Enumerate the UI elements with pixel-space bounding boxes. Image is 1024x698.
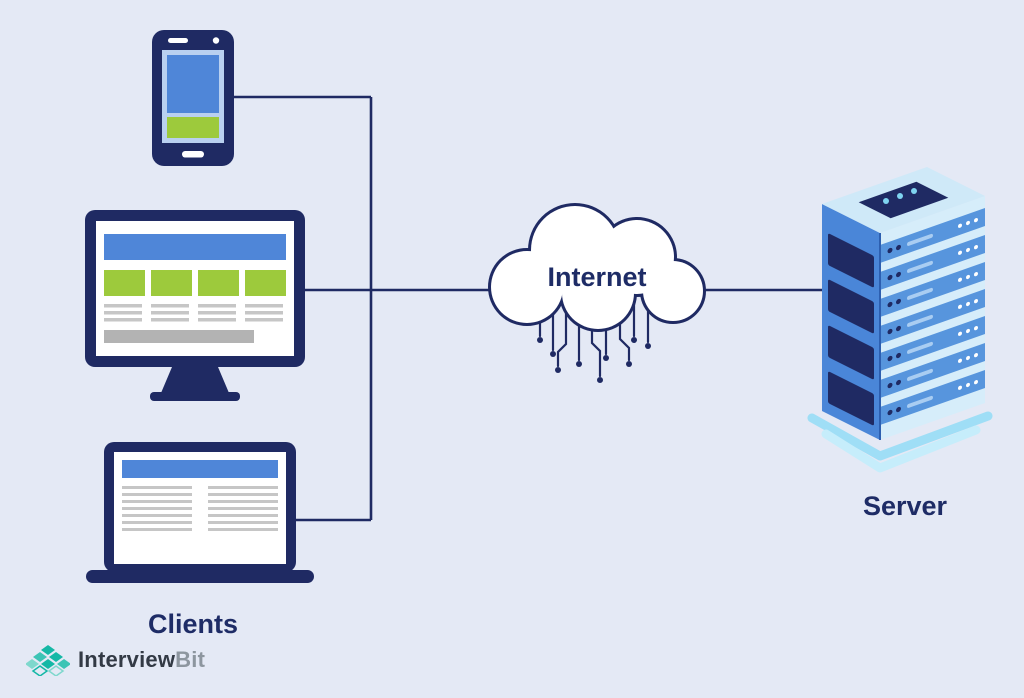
phone-camera-dot [212, 37, 220, 44]
cloud-fill [491, 206, 703, 329]
connector-lines [233, 95, 824, 522]
desktop-monitor-icon [85, 210, 305, 401]
monitor-header-bar [104, 234, 286, 260]
phone-screen-banner [167, 117, 219, 138]
phone-home-button [182, 151, 204, 158]
server-right-face [880, 195, 985, 440]
internet-label: Internet [547, 262, 647, 292]
phone-speaker [168, 38, 188, 43]
server-platform-ring-2 [821, 425, 981, 473]
monitor-text-lines [104, 304, 283, 322]
server-left-face [822, 204, 880, 440]
phone-screen-content [167, 55, 219, 113]
server-top-panel-lights [883, 188, 917, 204]
monitor-green-blocks [104, 270, 286, 296]
circuit-dots [537, 337, 651, 383]
logo-text-primary: Interview [78, 647, 176, 672]
logo-diamond-icon [26, 645, 70, 676]
interviewbit-logo: InterviewBit [26, 644, 205, 676]
server-platform-ring-1 [807, 411, 993, 461]
logo-text-secondary: Bit [175, 647, 206, 672]
laptop-header-bar [122, 460, 278, 478]
server-drive-bays [828, 233, 874, 426]
server-rack-icon [807, 167, 993, 473]
logo-text: InterviewBit [78, 647, 205, 673]
laptop-icon [86, 442, 314, 583]
monitor-stand-neck [161, 367, 229, 393]
laptop-base [86, 570, 314, 583]
smartphone-icon [152, 30, 234, 166]
laptop-text-lines [122, 486, 278, 531]
server-top-panel [858, 181, 949, 219]
internet-cloud-icon [488, 203, 706, 332]
monitor-stand-base [150, 392, 240, 401]
server-label: Server [862, 491, 948, 521]
clients-label: Clients [147, 609, 239, 639]
monitor-footer-bar [104, 330, 254, 343]
